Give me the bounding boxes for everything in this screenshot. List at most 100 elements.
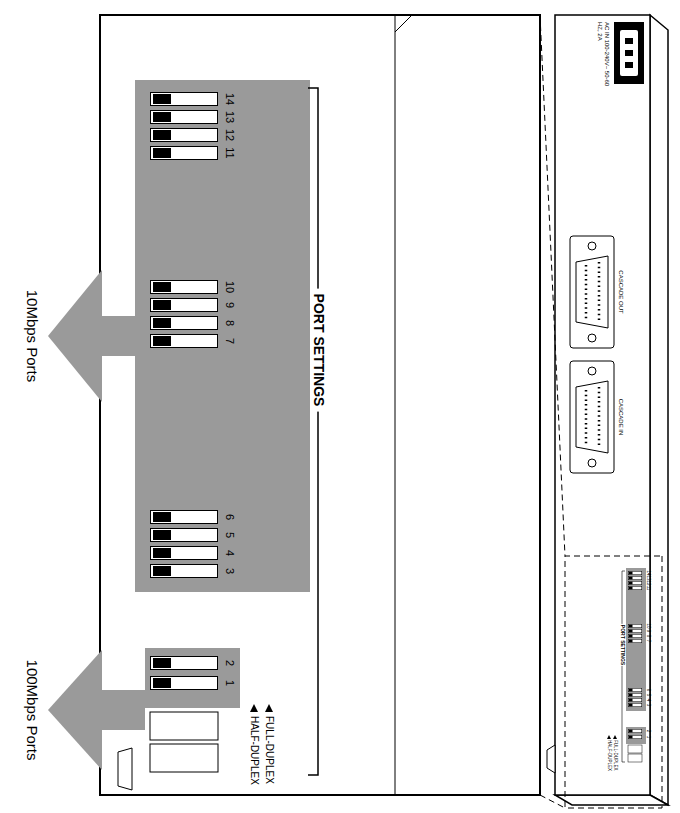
- port-number: 14: [224, 93, 236, 105]
- port-number: 13: [224, 111, 236, 123]
- switch-panel: [308, 88, 318, 775]
- port-number: 9: [224, 302, 236, 308]
- connector-label: CASCADE OUT: [618, 270, 625, 313]
- small-switch-panel: [622, 571, 625, 762]
- db25-connector: [588, 242, 596, 250]
- switch-panel: [151, 677, 218, 690]
- port-number: 8: [646, 635, 651, 638]
- small-switch-panel: [628, 586, 642, 590]
- db25-connector: [576, 381, 608, 453]
- switch-panel: [151, 299, 218, 312]
- zoom-box: [395, 15, 396, 795]
- port-number: 9: [646, 630, 651, 633]
- zoom-box: [100, 15, 540, 795]
- power-inlet: [625, 38, 633, 44]
- zoom-lines: [540, 795, 565, 808]
- small-switch-panel: [628, 698, 642, 702]
- switch-panel: [145, 648, 240, 708]
- switch-panel: [151, 93, 218, 106]
- port-number: 4: [224, 550, 236, 556]
- port-number: 5: [646, 694, 651, 697]
- switch-panel: [151, 547, 218, 560]
- power-inlet: [614, 22, 644, 84]
- power-inlet: [614, 22, 644, 84]
- device-housing: [555, 15, 650, 795]
- pointer-arrow: [48, 270, 145, 770]
- connector-label: CASCADE IN: [618, 399, 625, 436]
- zoom-box: [100, 15, 540, 795]
- port-number: 3: [646, 704, 651, 707]
- zoom-lines: [540, 15, 662, 808]
- port-number: 12: [224, 129, 236, 141]
- switch-panel: [151, 111, 218, 124]
- switch-panel: [250, 704, 258, 712]
- switch-panel: [151, 281, 218, 294]
- switch-panel: [151, 335, 218, 348]
- device-housing: [555, 795, 668, 805]
- port-group-label: 100Mbps Ports: [24, 660, 41, 761]
- pointer-arrow: [102, 316, 135, 356]
- small-switch-panel: [628, 688, 642, 692]
- zoom-lines: [565, 556, 662, 808]
- section-label: PORT SETTINGS: [619, 624, 625, 666]
- small-switch-panel: [613, 735, 617, 739]
- device-housing: [650, 15, 668, 805]
- small-switch-panel: [626, 727, 646, 744]
- small-switch-panel: [628, 745, 642, 753]
- small-switch-panel: [628, 703, 642, 707]
- switch-panel: [150, 712, 218, 740]
- zoom-box: [118, 748, 132, 790]
- duplex-label: HALF-DUPLEX: [249, 716, 260, 785]
- db25-connector: [576, 256, 608, 328]
- switch-panel: [151, 565, 218, 578]
- section-label: PORT SETTINGS: [310, 289, 325, 412]
- power-rating: AC IN 100-240V~ 50-60 HZ, 2A: [597, 22, 610, 94]
- db25-connector: [570, 236, 614, 348]
- switch-panel: [150, 744, 218, 772]
- db25-connector: [598, 387, 601, 448]
- zoom-lines: [540, 15, 565, 556]
- small-switch-panel: [607, 735, 611, 739]
- switch-panel: [151, 129, 218, 142]
- zoom-box: [395, 15, 412, 32]
- db25-connector: [598, 262, 601, 323]
- port-number: 6: [224, 514, 236, 520]
- switch-panel: [135, 80, 318, 775]
- db25-connector: [585, 390, 588, 445]
- small-switch-panel: [628, 735, 642, 739]
- db25-connector: [570, 236, 614, 473]
- port-number: 7: [646, 640, 651, 643]
- small-switch-panel: [628, 581, 642, 585]
- small-switch-panel: [628, 624, 642, 628]
- pointer-arrow: [48, 270, 102, 402]
- db25-connector: [588, 334, 596, 342]
- power-inlet: [625, 62, 633, 68]
- small-switch-panel: [628, 639, 642, 643]
- small-switch-panel: [628, 634, 642, 638]
- switch-panel: [151, 657, 218, 670]
- port-number: 10: [646, 623, 651, 628]
- small-switch-panel: [607, 568, 646, 762]
- small-switch-panel: [628, 571, 642, 575]
- power-inlet: [620, 30, 638, 76]
- small-switch-panel: [628, 576, 642, 580]
- db25-connector: [585, 265, 588, 320]
- switch-panel: [151, 529, 218, 542]
- pointer-arrow: [48, 650, 102, 770]
- switch-panel: [151, 317, 218, 330]
- device-housing: [547, 745, 555, 773]
- duplex-label: FULL-DUPLEX: [613, 740, 618, 771]
- port-number: 11: [224, 147, 236, 158]
- port-number: 14: [646, 570, 651, 575]
- port-number: 1: [646, 736, 651, 739]
- db25-connector: [570, 361, 614, 473]
- switch-panel: [265, 704, 273, 712]
- switch-panel: [151, 511, 218, 524]
- small-switch-panel: [628, 629, 642, 633]
- port-number: 4: [646, 699, 651, 702]
- port-number: 11: [646, 586, 651, 591]
- switch-panel: [135, 80, 310, 592]
- port-number: 7: [224, 338, 236, 344]
- duplex-label: FULL-DUPLEX: [264, 716, 275, 784]
